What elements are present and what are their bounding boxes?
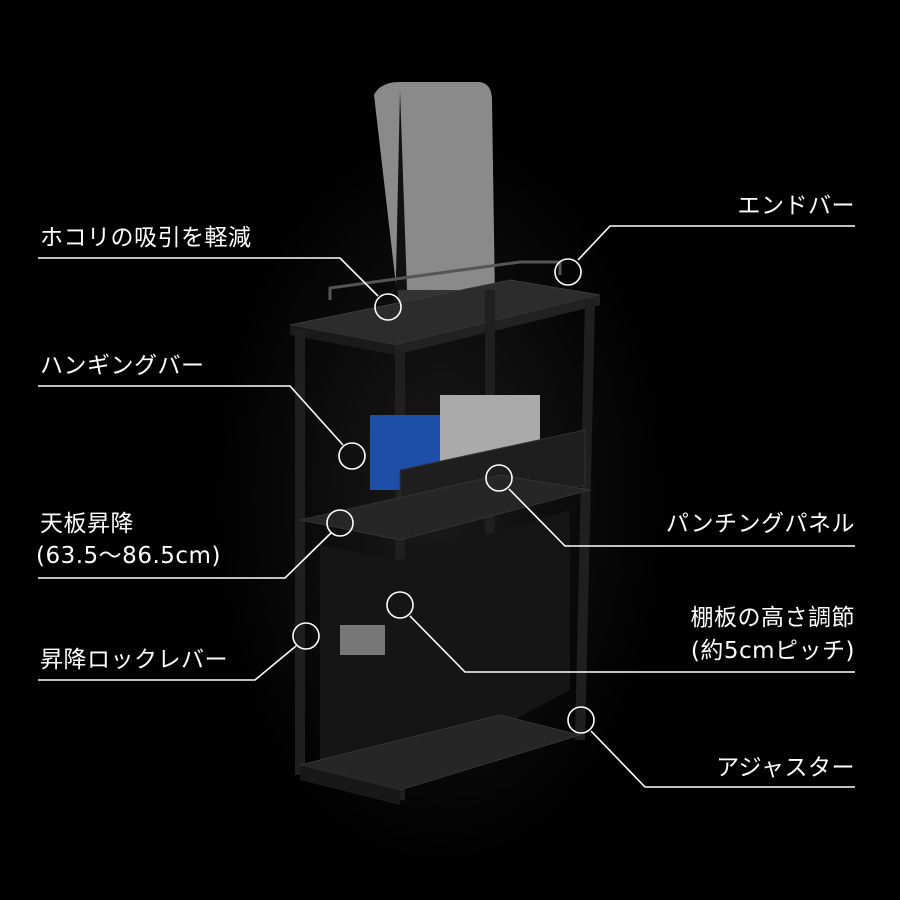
leader-line-lock-lever [38, 645, 297, 681]
callout-marker-end-bar [554, 258, 582, 286]
callout-marker-dust [374, 293, 402, 321]
callout-marker-top-lift [326, 509, 354, 537]
callout-marker-hanging-bar [338, 442, 366, 470]
leader-line-punching-panel [508, 488, 855, 547]
leader-line-adjuster [590, 730, 855, 788]
callout-marker-lock-lever [292, 622, 320, 650]
label-top-lift-range: (63.5〜86.5cm) [36, 543, 221, 569]
callout-marker-shelf-adjust [386, 591, 414, 619]
label-lock-lever: 昇降ロックレバー [40, 647, 228, 673]
leader-line-end-bar [577, 225, 855, 261]
callout-marker-punching-panel [485, 464, 513, 492]
leader-line-top-lift [38, 532, 332, 579]
leader-line-hanging-bar [38, 385, 344, 446]
label-punching-panel: パンチングパネル [665, 511, 855, 537]
label-hanging-bar: ハンギングバー [40, 353, 205, 379]
label-dust: ホコリの吸引を軽減 [40, 225, 252, 251]
label-shelf-adjust-pitch: (約5cmピッチ) [690, 638, 855, 664]
label-end-bar: エンドバー [737, 193, 855, 219]
leader-line-shelf-adjust [409, 615, 855, 673]
leader-line-dust [38, 257, 379, 297]
label-top-lift: 天板昇降 [40, 511, 134, 537]
label-adjuster: アジャスター [716, 755, 855, 781]
callout-marker-adjuster [567, 706, 595, 734]
label-shelf-adjust: 棚板の高さ調節 [690, 605, 855, 631]
